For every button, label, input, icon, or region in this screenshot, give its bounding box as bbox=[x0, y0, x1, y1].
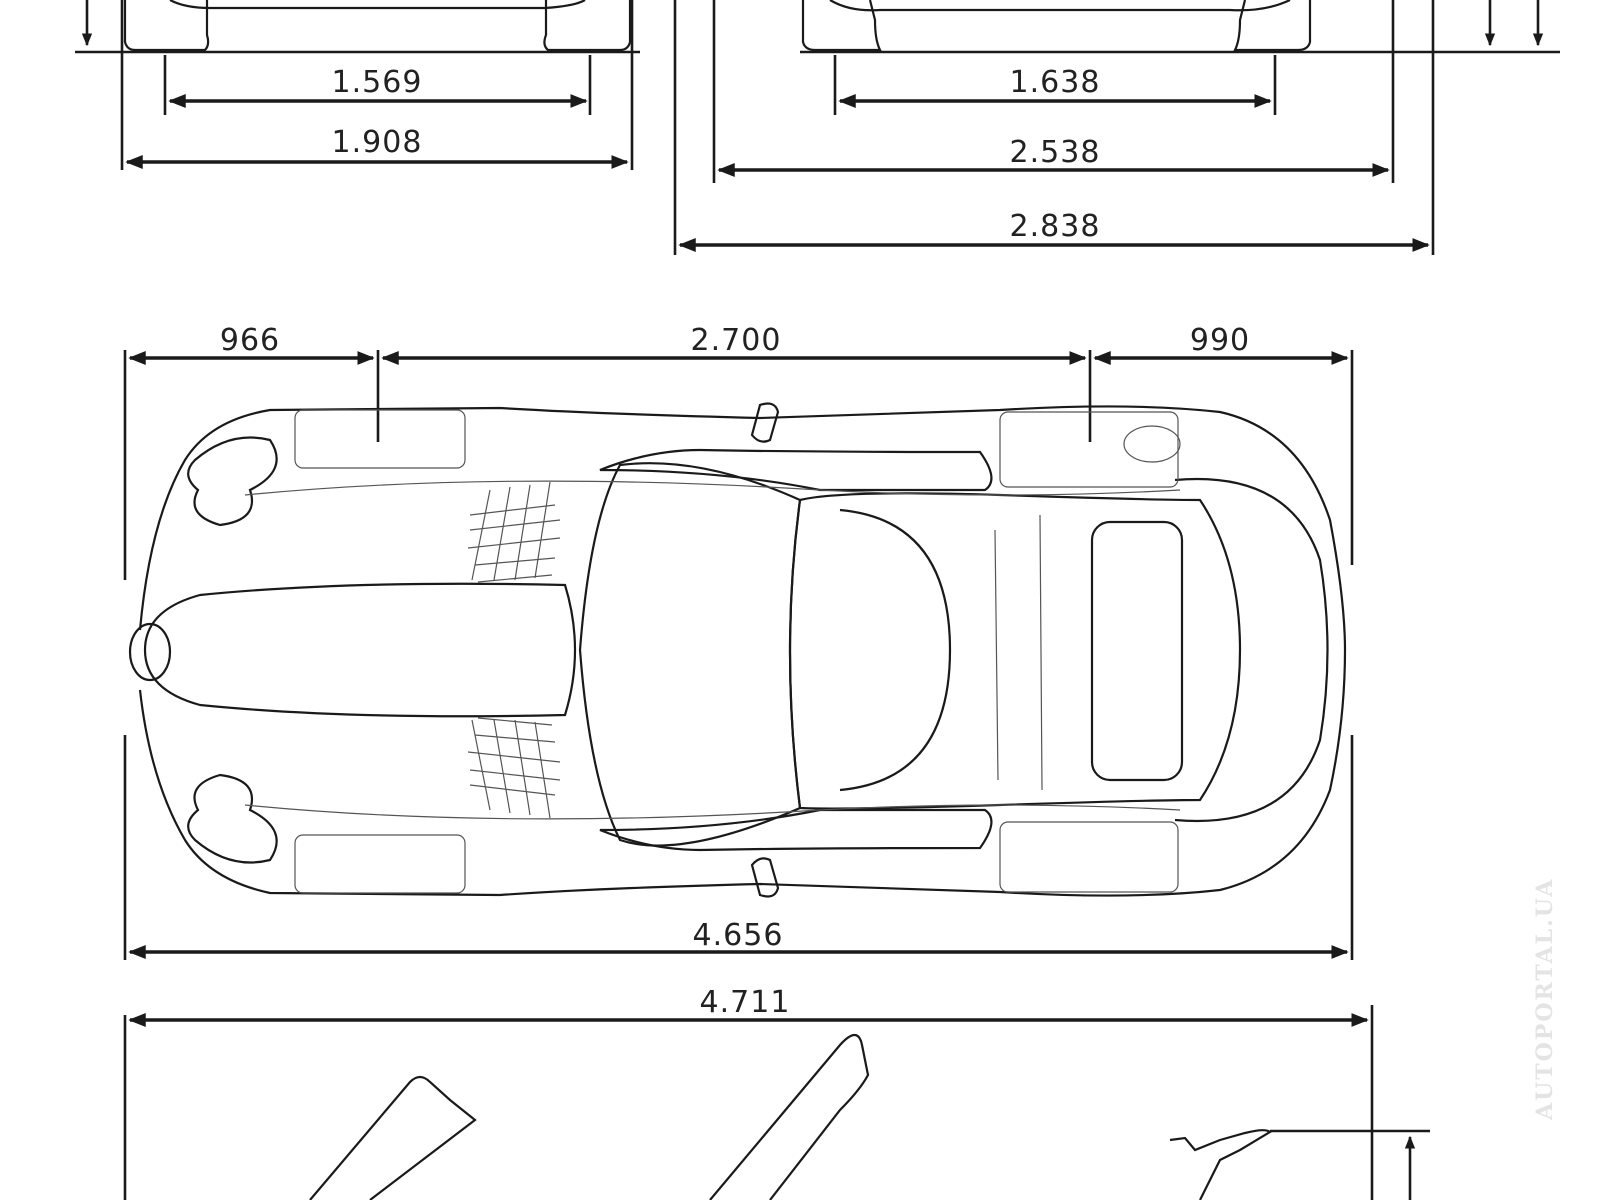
rear-view bbox=[673, 0, 1560, 255]
front-view bbox=[75, 0, 640, 170]
wheelbase-label: 2.700 bbox=[691, 323, 782, 358]
length-open-label: 4.711 bbox=[700, 985, 791, 1020]
rear-overhang-label: 990 bbox=[1190, 323, 1250, 358]
doors-open-width-label: 2.838 bbox=[1010, 209, 1101, 244]
top-view bbox=[123, 350, 1354, 960]
side-view bbox=[123, 1005, 1430, 1200]
mirror-width-label: 2.538 bbox=[1010, 135, 1101, 170]
front-overhang-label: 966 bbox=[220, 323, 280, 358]
rear-track-label: 1.638 bbox=[1010, 65, 1101, 100]
length-label: 4.656 bbox=[693, 918, 784, 953]
front-width-label: 1.908 bbox=[332, 125, 423, 160]
watermark: AUTOPORTAL.UA bbox=[1532, 877, 1558, 1120]
front-track-label: 1.569 bbox=[332, 65, 423, 100]
